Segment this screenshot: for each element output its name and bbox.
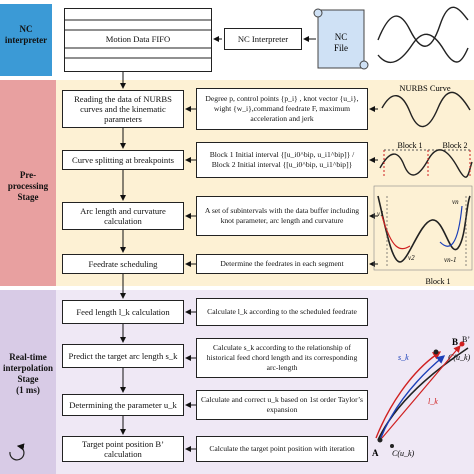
C-uk-top-label: C(u_k) <box>448 353 471 362</box>
rt-row-4-left: Target point position B’ calculation <box>62 436 184 462</box>
rt-row-1-right: Calculate l_k according to the scheduled… <box>196 298 368 326</box>
block-2-label: Block 2 <box>442 141 467 150</box>
vn1-label: vn-1 <box>444 256 456 264</box>
s-k-label: s_k <box>398 353 409 362</box>
pre-band <box>0 80 56 286</box>
C-uk-bottom-label: C(u_k) <box>392 449 415 458</box>
pre-row-2-left: Curve splitting at breakpoints <box>62 150 184 170</box>
B-prime-label: B’ <box>462 335 470 344</box>
curve-black <box>377 347 469 441</box>
feedrate-red-curve <box>381 215 411 250</box>
nc-wave-graph <box>377 6 469 64</box>
block-curve <box>379 149 473 178</box>
motion-data-fifo-box <box>64 8 212 72</box>
nc-file-label: NC <box>335 32 348 42</box>
point-A <box>377 437 383 443</box>
rt-row-3-left: Determining the parameter u_k <box>62 394 184 416</box>
rt-row-2-left: Predict the target arc length s_k <box>62 344 184 368</box>
B-label: B <box>452 337 458 347</box>
pre-row-4-left: Feedrate scheduling <box>62 254 184 274</box>
curvature-curve <box>377 195 471 263</box>
feedrate-blue-curve <box>439 205 463 247</box>
rt-row-1-left: Feed length l_k calculation <box>62 300 184 324</box>
pre-row-2-right: Block 1 Initial interval {[u_i0^bip, u_i… <box>196 142 368 178</box>
pre-row-3-right: A set of subintervals with the data buff… <box>196 196 368 236</box>
rt-band <box>0 290 56 474</box>
nc-interpreter-box: NC Interpreter <box>224 28 302 50</box>
pre-processing-stage-label: Pre-processing Stage <box>7 170 49 202</box>
vn-label: vn <box>452 198 459 206</box>
motion-data-fifo-label: Motion Data FIFO <box>105 34 171 44</box>
chord-line <box>381 345 461 439</box>
pre-row-4-right: Determine the feedrates in each segment <box>196 254 368 274</box>
nc-file-icon <box>313 8 369 70</box>
l-k-label: l_k <box>428 397 438 406</box>
point-C <box>390 444 394 448</box>
pre-row-1-right: Degree p, control points {p_i} , knot ve… <box>196 88 368 130</box>
pre-row-3-left: Arc length and curvature calculation <box>62 202 184 230</box>
target-point-graph: B B’ C(u_k) C(u_k) A s_k l_k <box>372 335 471 458</box>
v1-label: v1 <box>377 210 384 218</box>
nc-file-label-2: File <box>334 43 348 53</box>
block-1-label: Block 1 <box>397 141 422 150</box>
nc-band <box>0 4 52 76</box>
A-label: A <box>372 448 379 458</box>
nurbs-curve-title: NURBS Curve <box>399 83 450 93</box>
cycle-icon <box>9 443 25 461</box>
point-B <box>459 341 465 347</box>
block-1-bottom-label: Block 1 <box>425 277 450 286</box>
rt-row-2-right: Calculate s_k according to the relations… <box>196 338 368 378</box>
fifo-stripes <box>64 19 212 59</box>
nc-interpreter-stage-label: NC interpreter <box>4 24 48 45</box>
rt-row-3-right: Calculate and correct u_k based on 1st o… <box>196 390 368 420</box>
point-B-prime <box>433 349 439 355</box>
arc-red <box>375 351 442 439</box>
realtime-stage-label: Real-time interpolation Stage (1 ms) <box>2 352 53 395</box>
v2-label: v2 <box>408 254 415 262</box>
rt-row-4-right: Calculate the target point position with… <box>196 436 368 462</box>
pre-row-1-left: Reading the data of NURBS curves and the… <box>62 90 184 128</box>
arc-blue <box>379 355 446 441</box>
nurbs-curve <box>381 91 471 128</box>
